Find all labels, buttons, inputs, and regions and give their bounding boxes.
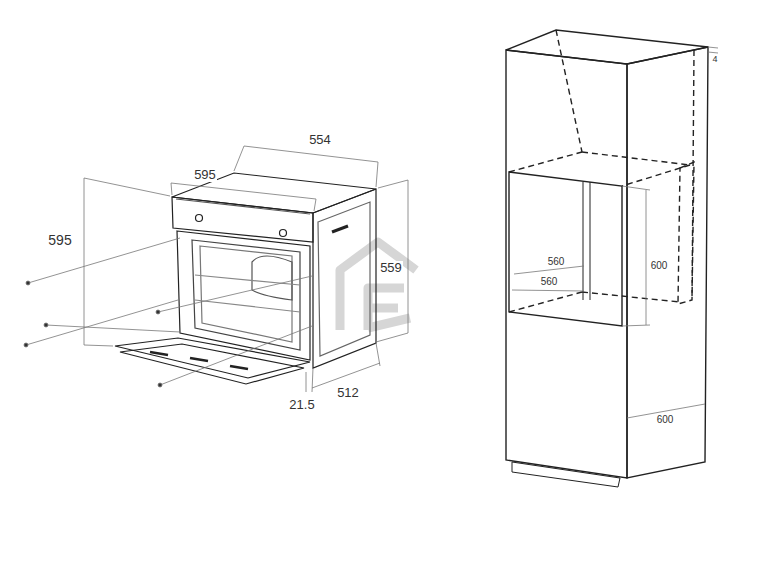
dimension-label: 560 — [540, 276, 559, 287]
cabinet-dimension-lines — [512, 47, 718, 418]
oven-body — [115, 173, 376, 384]
dimension-label: 21.5 — [288, 398, 315, 412]
dimension-label: 554 — [308, 133, 332, 147]
watermark-logo — [340, 242, 416, 330]
dimension-label: 560 — [547, 256, 566, 267]
dimension-label: 595 — [193, 168, 217, 182]
cabinet-hidden-lines — [509, 30, 694, 312]
dimension-label: 4 — [711, 55, 718, 65]
dimension-label: 559 — [379, 261, 403, 275]
cabinet — [506, 30, 708, 487]
dimension-lines — [84, 146, 408, 392]
dimension-label: 512 — [336, 386, 360, 400]
dimension-label: 600 — [650, 260, 669, 271]
screw-leaders — [24, 238, 312, 387]
dimension-label: 600 — [656, 414, 675, 425]
dimension-label: 595 — [47, 233, 72, 248]
